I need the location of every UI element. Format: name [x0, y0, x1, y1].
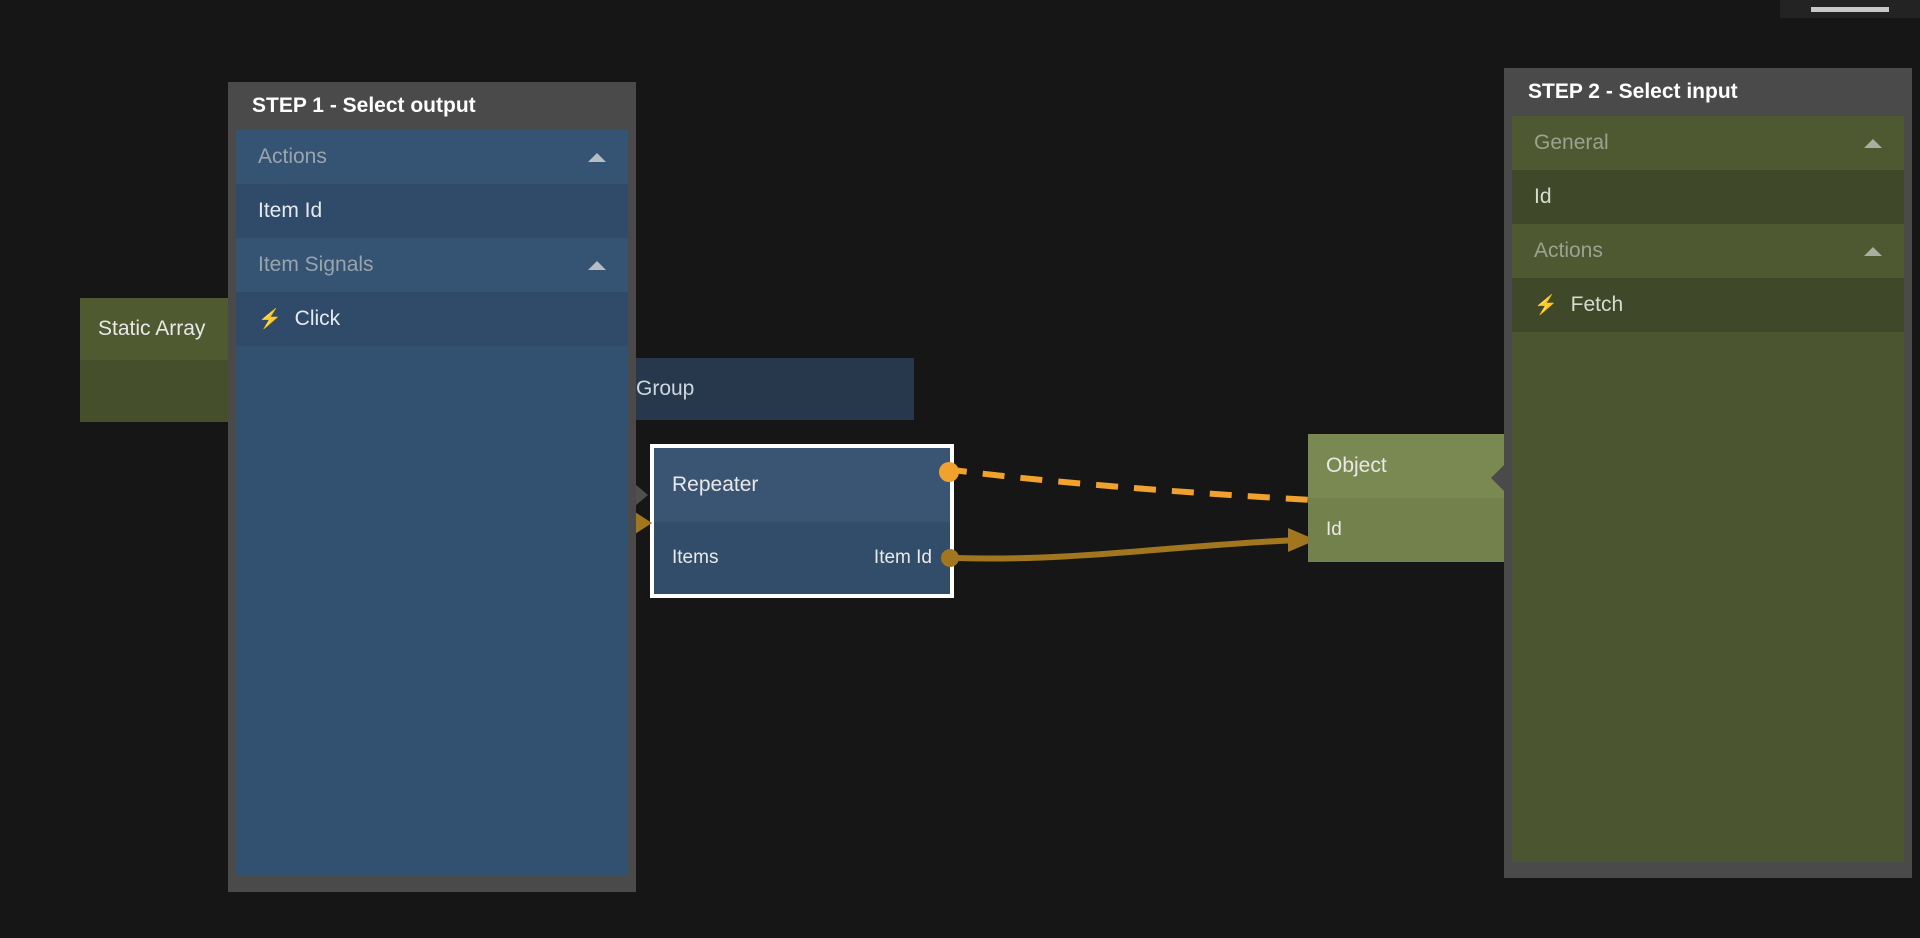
step1-group-item-signals-label: Item Signals	[258, 253, 374, 276]
step2-item-fetch[interactable]: ⚡ Fetch	[1512, 278, 1904, 332]
step1-group-actions-label: Actions	[258, 145, 327, 168]
step2-panel: STEP 2 - Select input General Id Actions…	[1504, 68, 1912, 878]
step2-group-general[interactable]: General	[1512, 116, 1904, 170]
step1-option-list[interactable]: Actions Item Id Item Signals ⚡ Click	[236, 130, 628, 876]
node-object[interactable]: Object Id	[1308, 434, 1509, 562]
step1-item-item-id-label: Item Id	[258, 199, 323, 222]
step1-item-item-id[interactable]: Item Id	[236, 184, 628, 238]
chevron-up-icon[interactable]	[1864, 138, 1882, 148]
node-repeater-data-in-port[interactable]	[635, 512, 652, 534]
lightning-bolt-icon: ⚡	[1534, 294, 1558, 316]
step2-item-id[interactable]: Id	[1512, 170, 1904, 224]
node-repeater-ports: Items Item Id	[654, 522, 950, 594]
step1-panel-header: STEP 1 - Select output	[252, 94, 476, 117]
node-repeater-signal-out-port[interactable]	[939, 462, 959, 482]
step1-item-click[interactable]: ⚡ Click	[236, 292, 628, 346]
node-group-title: Group	[636, 377, 695, 400]
step2-item-id-label: Id	[1534, 185, 1552, 208]
step2-item-fetch-row: ⚡ Fetch	[1534, 293, 1623, 317]
step2-item-fetch-label: Fetch	[1570, 293, 1624, 316]
node-object-title: Object	[1308, 434, 1508, 498]
step1-list-empty-area	[236, 346, 628, 876]
chevron-up-icon[interactable]	[588, 152, 606, 162]
node-group[interactable]: Group	[614, 358, 914, 420]
step2-option-list[interactable]: General Id Actions ⚡ Fetch	[1512, 116, 1904, 862]
step2-group-actions-label: Actions	[1534, 239, 1603, 262]
step2-group-actions[interactable]: Actions	[1512, 224, 1904, 278]
node-repeater-input-port-label[interactable]: Items	[672, 547, 719, 568]
data-connection-wire	[956, 537, 1301, 562]
step1-item-click-row: ⚡ Click	[258, 307, 340, 331]
step1-item-click-label: Click	[294, 307, 341, 330]
node-repeater-data-out-port[interactable]	[941, 549, 959, 567]
chevron-up-icon[interactable]	[1864, 246, 1882, 256]
node-repeater-title: Repeater	[654, 448, 950, 522]
hamburger-icon	[1811, 6, 1889, 12]
step2-list-empty-area	[1512, 332, 1904, 862]
step1-panel: STEP 1 - Select output Actions Item Id I…	[228, 82, 636, 892]
window-menu-button[interactable]	[1780, 0, 1920, 18]
step1-group-item-signals[interactable]: Item Signals	[236, 238, 628, 292]
node-object-ports: Id	[1308, 498, 1508, 562]
node-repeater[interactable]: Repeater Items Item Id	[628, 444, 959, 598]
lightning-bolt-icon: ⚡	[258, 308, 282, 330]
step2-group-general-label: General	[1534, 131, 1609, 154]
node-object-input-port-label[interactable]: Id	[1326, 519, 1342, 540]
step2-panel-header: STEP 2 - Select input	[1528, 80, 1738, 103]
chevron-up-icon[interactable]	[588, 260, 606, 270]
node-repeater-output-port-label[interactable]: Item Id	[873, 547, 932, 568]
step1-group-actions[interactable]: Actions	[236, 130, 628, 184]
